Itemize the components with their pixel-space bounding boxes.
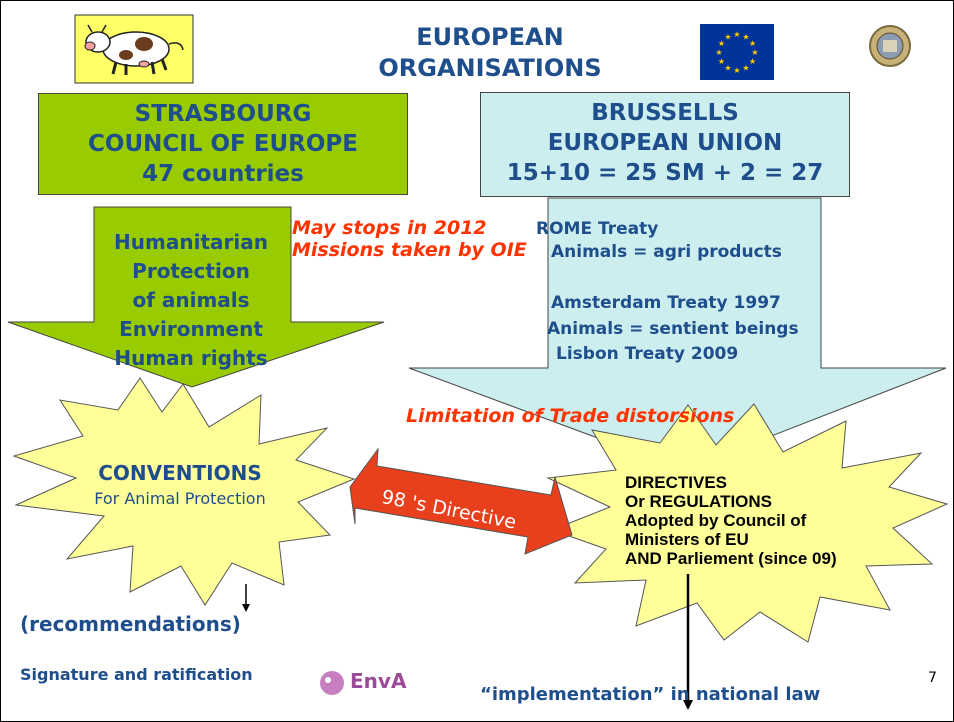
directives-line-5: AND Parliement (since 09) bbox=[625, 549, 837, 568]
eu-star-icon: ★ bbox=[742, 64, 749, 73]
eu-star-icon: ★ bbox=[718, 57, 725, 66]
eu-star-icon: ★ bbox=[749, 57, 756, 66]
conventions-sub: For Animal Protection bbox=[94, 489, 266, 508]
title-line-2: ORGANISATIONS bbox=[378, 54, 602, 82]
enva-logo: EnvA bbox=[318, 668, 418, 698]
directives-text: DIRECTIVES Or REGULATIONS Adopted by Cou… bbox=[625, 473, 935, 568]
double-directive-arrow bbox=[349, 447, 573, 555]
left-down-arrow bbox=[7, 206, 385, 388]
brussels-box: BRUSSELLS EUROPEAN UNION 15+10 = 25 SM +… bbox=[480, 92, 850, 197]
coe-topic-4: Environment bbox=[119, 317, 263, 341]
lisbon-treaty: Lisbon Treaty 2009 bbox=[556, 344, 739, 364]
implementation-text: “implementation” in national law bbox=[480, 684, 821, 705]
coe-topic-2: Protection bbox=[132, 259, 250, 283]
rome-treaty-sub: Animals = agri products bbox=[551, 242, 782, 262]
eu-star-icon: ★ bbox=[715, 48, 722, 57]
eu-star-icon: ★ bbox=[718, 39, 725, 48]
council-label: COUNCIL OF EUROPE bbox=[88, 131, 358, 157]
directives-starburst bbox=[546, 403, 949, 643]
brussels-label: BRUSSELLS bbox=[591, 100, 739, 126]
conventions-heading: CONVENTIONS bbox=[98, 461, 262, 485]
cow-clipart-icon bbox=[74, 14, 194, 84]
eu-star-icon: ★ bbox=[724, 64, 731, 73]
directives-line-2: Or REGULATIONS bbox=[625, 492, 773, 511]
eu-star-icon: ★ bbox=[733, 66, 740, 75]
enva-logo-icon bbox=[320, 671, 344, 695]
trade-distortion-note: Limitation of Trade distorsions bbox=[406, 405, 735, 427]
strasbourg-label: STRASBOURG bbox=[134, 101, 312, 127]
rome-treaty: ROME Treaty bbox=[536, 219, 659, 239]
recommendations-text: (recommendations) bbox=[20, 612, 241, 636]
coe-stop-line-1: May stops in 2012 bbox=[292, 217, 487, 239]
coe-topics: Humanitarian Protection of animals Envir… bbox=[96, 228, 286, 373]
coe-topic-3: of animals bbox=[132, 288, 250, 312]
coe-stop-line-2: Missions taken by OIE bbox=[292, 239, 527, 261]
member-count-label: 15+10 = 25 SM + 2 = 27 bbox=[506, 160, 824, 186]
eu-star-icon: ★ bbox=[749, 39, 756, 48]
amsterdam-treaty: Amsterdam Treaty 1997 bbox=[551, 293, 781, 313]
conventions-text: CONVENTIONS For Animal Protection bbox=[60, 458, 300, 510]
amsterdam-treaty-sub: Animals = sentient beings bbox=[547, 319, 799, 339]
eu-flag-icon: ★★★★★★★★★★★★ bbox=[700, 24, 774, 80]
directives-line-3: Adopted by Council of bbox=[625, 511, 807, 530]
signature-text: Signature and ratification bbox=[20, 665, 253, 684]
eu-label: EUROPEAN UNION bbox=[547, 130, 783, 156]
coe-topic-5: Human rights bbox=[114, 346, 268, 370]
coe-topic-1: Humanitarian bbox=[114, 230, 268, 254]
enva-logo-text: EnvA bbox=[350, 669, 407, 693]
eu-star-icon: ★ bbox=[742, 32, 749, 41]
coe-stop-note: May stops in 2012 Missions taken by OIE bbox=[292, 217, 527, 261]
directives-line-4: Ministers of EU bbox=[625, 530, 749, 549]
eu-star-icon: ★ bbox=[724, 32, 731, 41]
slide-title: EUROPEAN ORGANISATIONS bbox=[370, 22, 610, 84]
school-seal-icon bbox=[869, 25, 911, 67]
countries-label: 47 countries bbox=[142, 161, 304, 187]
right-down-arrow bbox=[408, 197, 947, 471]
page-number: 7 bbox=[928, 670, 937, 686]
directives-line-1: DIRECTIVES bbox=[625, 473, 728, 492]
title-line-1: EUROPEAN bbox=[416, 23, 564, 51]
conventions-starburst bbox=[12, 377, 356, 606]
eu-star-icon: ★ bbox=[751, 48, 758, 57]
eu-star-icon: ★ bbox=[733, 30, 740, 39]
strasbourg-box: STRASBOURG COUNCIL OF EUROPE 47 countrie… bbox=[38, 93, 408, 195]
